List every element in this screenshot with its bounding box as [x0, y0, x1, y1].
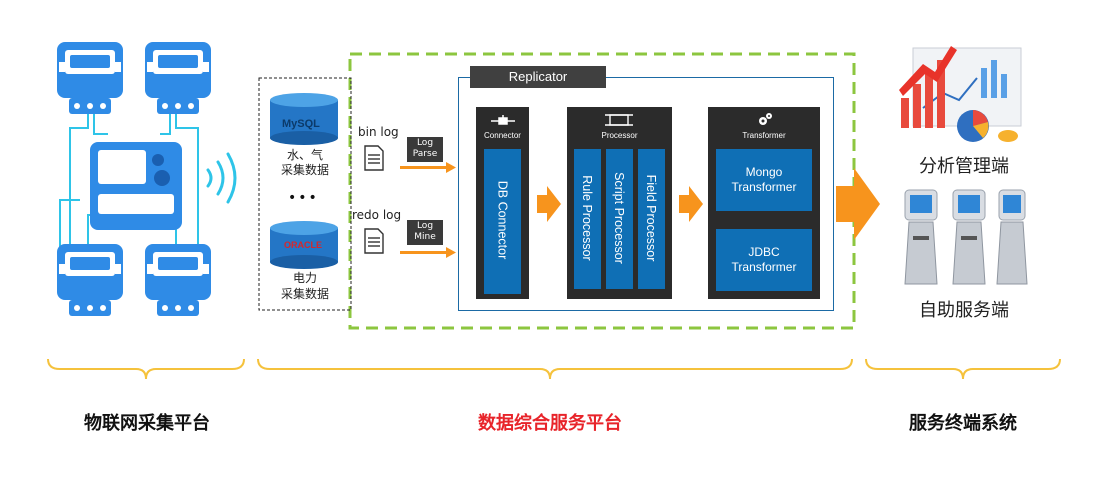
gateway-icon: [90, 142, 182, 230]
document-icon: [364, 228, 384, 254]
mongo-transformer-line1: Mongo: [745, 165, 783, 179]
jdbc-transformer-line2: Transformer: [731, 260, 797, 274]
jdbc-transformer-line1: JDBC: [748, 245, 780, 259]
braces: [47, 358, 1061, 380]
bin-log-label: bin log: [358, 125, 399, 139]
processor-panel: Processor Rule Processor Script Processo…: [567, 107, 672, 299]
transformer-panel: Transformer Mongo Transformer JDBC Trans…: [708, 107, 820, 299]
rule-processor-bar: Rule Processor: [574, 149, 601, 289]
kiosk-icon: [904, 189, 1028, 285]
connector-caption: Connector: [484, 131, 521, 140]
ellipsis: •••: [288, 190, 319, 206]
log-mine-line1: Log: [416, 221, 434, 231]
field-processor-bar: Field Processor: [638, 149, 665, 289]
log-arrows: [400, 162, 456, 258]
replicator-title: Replicator: [470, 66, 606, 88]
analytics-dashboard-icon: [899, 46, 1022, 142]
plug-icon: [491, 115, 515, 125]
oracle-label-line2: 采集数据: [280, 287, 329, 301]
script-processor-bar: Script Processor: [606, 149, 633, 289]
rule-processor-label: Rule Processor: [580, 175, 594, 261]
processor-caption: Processor: [601, 131, 638, 140]
meter-icon: [145, 42, 211, 114]
meter-icon: [57, 42, 123, 114]
database-icon: [270, 93, 338, 145]
log-mine-tag: Log Mine: [407, 220, 443, 245]
self-service-terminal-label: 自助服务端: [919, 300, 1009, 321]
log-mine-line2: Mine: [414, 232, 436, 242]
gear-icon: [759, 113, 772, 125]
terminal-system-caption: 服务终端系统: [909, 413, 1017, 434]
mysql-logo: MySQL: [282, 118, 320, 130]
oracle-logo: ORACLE: [284, 240, 322, 250]
mongo-transformer-box: Mongo Transformer: [716, 149, 812, 211]
log-parse-tag: Log Parse: [407, 137, 443, 162]
analysis-terminal-label: 分析管理端: [919, 156, 1009, 177]
field-processor-label: Field Processor: [644, 174, 658, 262]
transformer-caption: Transformer: [742, 131, 786, 140]
redo-log-label: redo log: [352, 208, 402, 222]
mongo-transformer-line2: Transformer: [731, 180, 797, 194]
db-connector-label: DB Connector: [495, 180, 510, 260]
database-icon: [270, 221, 338, 269]
log-parse-line2: Parse: [412, 149, 438, 159]
data-service-platform-caption: 数据综合服务平台: [478, 413, 622, 434]
mysql-label-line1: 水、气: [286, 148, 323, 162]
wireless-signal-icon: [206, 152, 237, 204]
iot-platform-caption: 物联网采集平台: [84, 413, 210, 434]
source-frame: [258, 77, 352, 311]
document-icon: [364, 145, 384, 171]
connector-panel: Connector DB Connector: [476, 107, 529, 299]
jdbc-transformer-box: JDBC Transformer: [716, 229, 812, 291]
service-platform-frame: [348, 52, 856, 330]
script-processor-label: Script Processor: [612, 172, 626, 264]
log-parse-line1: Log: [416, 138, 434, 148]
db-connector-bar: DB Connector: [484, 149, 521, 294]
output-arrow: [836, 168, 880, 240]
flow-arrow: [537, 186, 561, 222]
mysql-label-line2: 采集数据: [280, 163, 329, 177]
flow-arrow: [679, 186, 703, 222]
oracle-label-line1: 电力: [292, 271, 317, 285]
meter-icon: [57, 244, 123, 316]
processor-icon: [605, 114, 633, 126]
meter-icon: [145, 244, 211, 316]
